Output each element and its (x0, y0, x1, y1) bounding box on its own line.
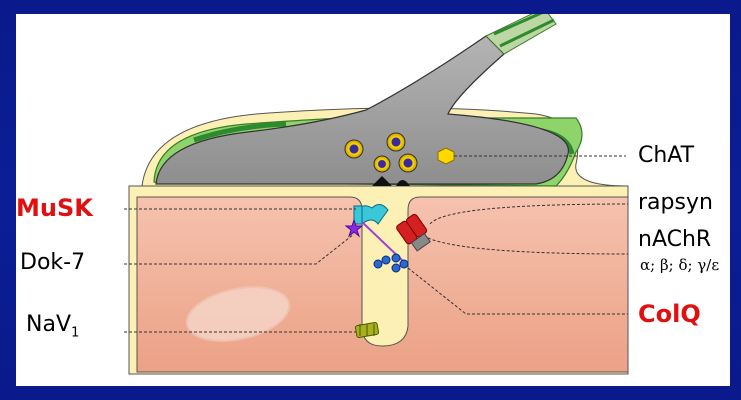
label-colq: ColQ (638, 302, 701, 326)
label-nachr-subunits: α; β; δ; γ/ε (640, 258, 719, 273)
label-dok7: Dok-7 (20, 252, 85, 274)
label-nav-sub: 1 (71, 325, 79, 340)
slide-panel: ChAT MuSK rapsyn nAChR α; β; δ; γ/ε Dok-… (16, 14, 730, 386)
chat-enzyme (438, 148, 454, 164)
neuromuscular-junction-diagram (16, 14, 730, 386)
label-musk: MuSK (16, 196, 93, 220)
label-nachr: nAChR (638, 229, 711, 251)
label-nav: NaV1 (26, 314, 79, 340)
label-rapsyn: rapsyn (638, 192, 713, 214)
label-nav-base: NaV (26, 312, 71, 337)
label-chat: ChAT (638, 145, 694, 167)
